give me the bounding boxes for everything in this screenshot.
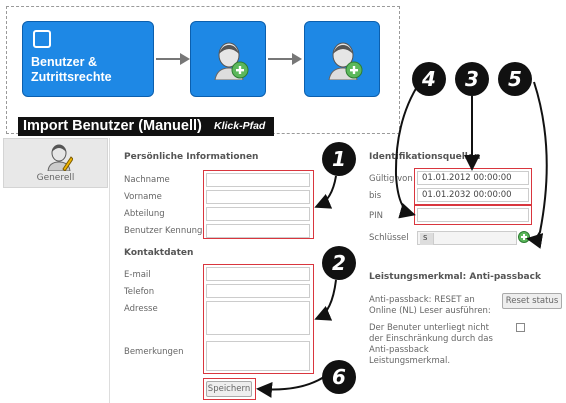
reset-text: Anti-passback: RESET an Online (NL) Lese… bbox=[369, 295, 491, 316]
valid-to-value: 01.01.2032 00:00:00 bbox=[422, 190, 512, 200]
flow-arrow-head bbox=[292, 53, 302, 65]
label-user-id: Benutzer Kennung bbox=[124, 226, 203, 236]
firstname-input[interactable] bbox=[206, 190, 310, 204]
step-users-access-rights[interactable]: Benutzer & Zutrittsrechte bbox=[22, 21, 154, 97]
email-input[interactable] bbox=[206, 267, 310, 281]
ident-heading: Identifikationsquellen bbox=[369, 152, 481, 162]
label-notes: Bemerkungen bbox=[124, 347, 184, 357]
flow-arrow bbox=[156, 58, 180, 60]
user-edit-icon bbox=[47, 144, 73, 171]
label-department: Abteilung bbox=[124, 209, 165, 219]
user-id-input[interactable] bbox=[206, 224, 310, 238]
plus-icon bbox=[521, 234, 527, 240]
highlight-save bbox=[203, 378, 256, 400]
key-input[interactable]: s bbox=[417, 231, 517, 245]
valid-from-input[interactable]: 01.01.2012 00:00:00 bbox=[417, 171, 529, 185]
step-label: Benutzer & Zutrittsrechte bbox=[31, 55, 112, 84]
lastname-input[interactable] bbox=[206, 173, 310, 187]
arrow-2 bbox=[314, 279, 337, 321]
tab-label: Generell bbox=[36, 173, 75, 183]
arrow-4 bbox=[394, 81, 421, 219]
label-pin: PIN bbox=[369, 211, 383, 221]
left-panel: Generell bbox=[0, 138, 110, 403]
pin-input[interactable] bbox=[417, 208, 529, 222]
label-firstname: Vorname bbox=[124, 192, 162, 202]
valid-to-input[interactable]: 01.01.2032 00:00:00 bbox=[417, 188, 529, 202]
label-key: Schlüssel bbox=[369, 233, 409, 243]
banner-subtitle: Klick-Pfad bbox=[214, 120, 266, 132]
label-address: Adresse bbox=[124, 304, 158, 314]
click-path-banner: Import Benutzer (Manuell) Klick-Pfad bbox=[18, 117, 274, 136]
reset-status-button[interactable]: Reset status bbox=[502, 293, 562, 309]
label-lastname: Nachname bbox=[124, 175, 170, 185]
address-textarea[interactable] bbox=[206, 301, 310, 335]
restrict-text: Der Benuter unterliegt nicht der Einschr… bbox=[369, 323, 493, 366]
callout-4: 4 bbox=[412, 62, 446, 96]
restrict-checkbox[interactable] bbox=[516, 323, 525, 332]
callout-6: 6 bbox=[322, 360, 356, 394]
callout-5: 5 bbox=[498, 62, 532, 96]
arrow-1 bbox=[314, 175, 337, 209]
notes-textarea[interactable] bbox=[206, 341, 310, 371]
tab-generell[interactable]: Generell bbox=[3, 138, 108, 188]
banner-title: Import Benutzer (Manuell) bbox=[23, 118, 202, 134]
valid-from-value: 01.01.2012 00:00:00 bbox=[422, 173, 512, 183]
highlight-personal-fields bbox=[203, 170, 314, 239]
highlight-contact-fields bbox=[203, 264, 314, 374]
save-button[interactable]: Speichern bbox=[206, 381, 252, 397]
label-valid-to: bis bbox=[369, 191, 382, 201]
flow-arrow bbox=[268, 58, 292, 60]
step-add-user-2[interactable] bbox=[304, 21, 380, 97]
contact-heading: Kontaktdaten bbox=[124, 248, 194, 258]
callout-3: 3 bbox=[455, 62, 489, 96]
callout-1: 1 bbox=[322, 142, 356, 176]
label-email: E-mail bbox=[124, 270, 151, 280]
user-add-icon bbox=[328, 42, 363, 80]
user-add-icon bbox=[214, 42, 249, 80]
personal-heading: Persönliche Informationen bbox=[124, 152, 259, 162]
arrow-5 bbox=[526, 81, 548, 249]
phone-input[interactable] bbox=[206, 284, 310, 298]
department-input[interactable] bbox=[206, 207, 310, 221]
label-valid-from: Gültig von bbox=[369, 174, 413, 184]
checkbox-icon bbox=[33, 30, 51, 48]
arrow-6 bbox=[256, 376, 325, 398]
key-value: s bbox=[420, 233, 434, 245]
step-add-user-1[interactable] bbox=[190, 21, 266, 97]
flow-arrow-head bbox=[180, 53, 190, 65]
label-phone: Telefon bbox=[124, 287, 155, 297]
callout-2: 2 bbox=[322, 246, 356, 280]
perf-heading: Leistungsmerkmal: Anti-passback bbox=[369, 272, 541, 282]
